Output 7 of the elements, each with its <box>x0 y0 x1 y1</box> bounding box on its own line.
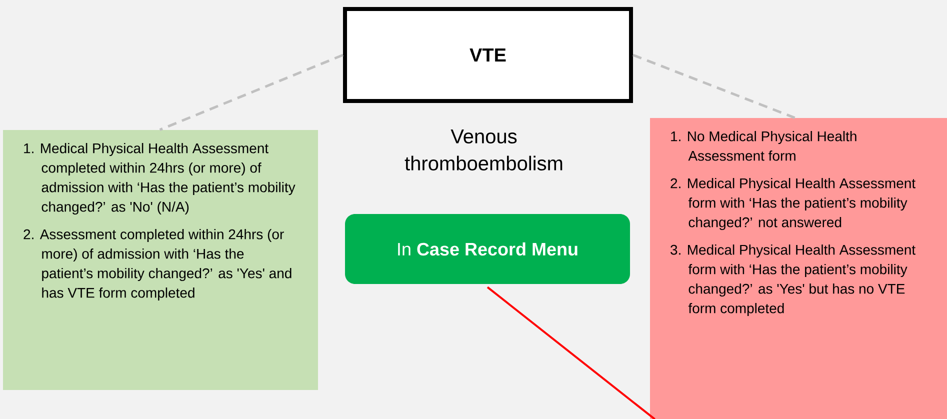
caption-text: Venous thromboembolism <box>404 130 562 170</box>
connector-line <box>632 54 796 119</box>
title-box: VTE <box>343 7 633 103</box>
menu-button: In Case Record Menu <box>345 214 630 284</box>
connector-line <box>159 54 344 131</box>
criteria-box: 1. No Medical Physical Health Assessment form 2. Medical Physical Health Assessment form with ‘Has the patient’s mobility changed?’ not answered 3. Medical Physical Health Assessment form with ‘Has the patient’s mobility changed?’ as 'Yes' but has no VTE form completed <box>650 118 947 419</box>
criteria-box: 1. Medical Physical Health Assessment completed within 24hrs (or more) of admission with ‘Has the patient’s mobility changed?’ as 'No' (N/A) 2. Assessment completed within 24hrs (or more) of admission with ‘Has the patient’s mobility changed?’ as 'Yes' and has VTE form completed <box>3 130 318 390</box>
